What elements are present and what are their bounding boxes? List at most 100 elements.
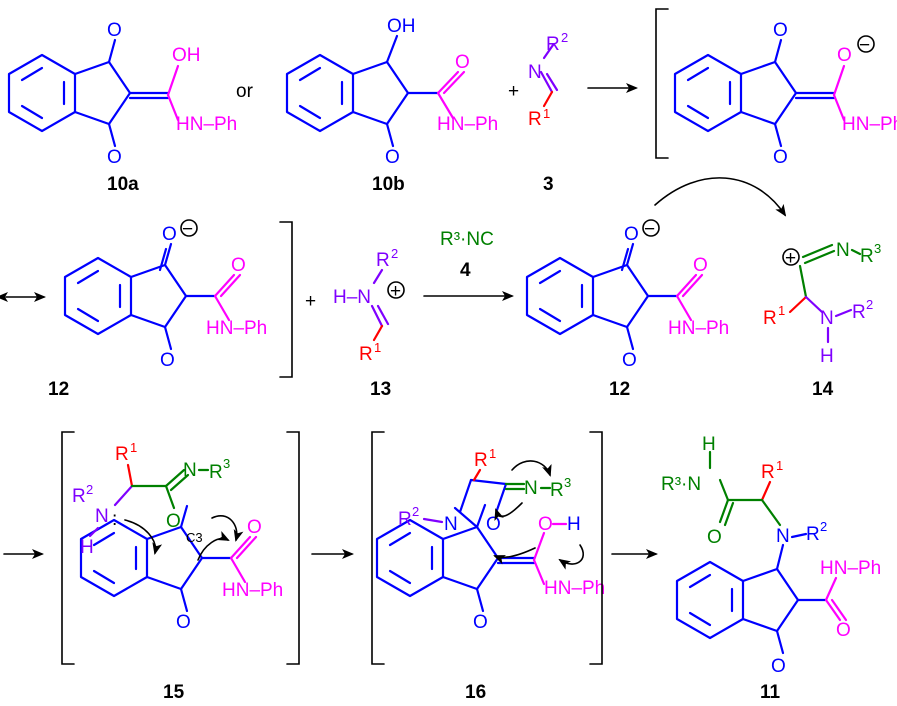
compound-14: + N R 3 R 1 N R 2 H 14 (763, 240, 881, 400)
atom-r3: R (860, 246, 874, 267)
atom-hnph: HN–Ph (176, 114, 237, 135)
atom-hnph: HN–Ph (842, 114, 897, 135)
charge-minus: − (182, 219, 193, 240)
curved-arrow (494, 502, 523, 522)
curved-arrow (197, 531, 230, 561)
compound-13: H–N + R 2 R 1 13 (333, 246, 405, 400)
label-11: 11 (760, 682, 781, 703)
atom-r1: R (115, 444, 129, 465)
sup-2: 2 (391, 246, 398, 261)
sup-3: 3 (564, 475, 571, 490)
sup-2: 2 (866, 297, 873, 312)
atom-hnph: HN–Ph (544, 578, 605, 599)
atom-n: N (836, 240, 850, 261)
atom-r1: R (528, 109, 542, 130)
label-10b: 10b (372, 174, 405, 195)
atom-hnph: HN–Ph (437, 114, 498, 135)
atom-r3: R (550, 480, 564, 501)
compound-15: O O HN–Ph C3 R 1 N R 3 O R 2 N : H 15 (72, 440, 283, 703)
atom-o: O (166, 511, 181, 532)
sup-1: 1 (489, 446, 496, 461)
atom-r1: R (763, 308, 777, 329)
atom-hnph: HN–Ph (820, 558, 881, 579)
atom-r2: R (72, 486, 86, 507)
sup-3: 3 (874, 241, 881, 256)
label-12-left: 12 (48, 379, 69, 400)
label-14: 14 (812, 379, 834, 400)
atom-n: N (444, 514, 458, 535)
curved-arrow (558, 544, 584, 570)
charge-minus: − (859, 35, 870, 56)
sup-2: 2 (412, 504, 419, 519)
label-10a: 10a (107, 174, 139, 195)
atom-r3: R (209, 462, 223, 483)
label-15: 15 (163, 682, 185, 703)
sup-1: 1 (543, 106, 550, 121)
atom-h: H (80, 537, 94, 558)
curved-arrow-attack (654, 177, 787, 217)
atom-o: O (622, 350, 637, 371)
compound-16: O O H HN–Ph N O N R 3 R 1 R 2 16 (375, 446, 605, 703)
atom-o-minus: O (837, 45, 852, 66)
bracket (655, 8, 669, 159)
atom-hnph: HN–Ph (222, 580, 283, 601)
curved-arrow (124, 519, 163, 555)
atom-oh: OH (387, 16, 416, 37)
sup-1: 1 (130, 440, 137, 455)
compound-11: O HN–Ph O N R 2 R 1 O R³·N H 11 (661, 434, 881, 703)
atom-r1: R (761, 462, 775, 483)
plus-sign: + (305, 291, 316, 312)
label-c3: C3 (186, 530, 203, 545)
curved-arrow (511, 460, 552, 477)
atom-r1: R (474, 450, 488, 471)
atom-n: N (95, 506, 109, 527)
sup-2: 2 (820, 519, 827, 534)
compound-12-left: O − O O HN–Ph 12 (48, 219, 267, 400)
atom-o: O (107, 147, 122, 168)
bracket (371, 431, 385, 665)
atom-n: N (776, 526, 790, 547)
atom-o: O (771, 656, 786, 677)
atom-o: O (707, 527, 722, 548)
atom-o: O (231, 255, 246, 276)
compound-10a: O O OH HN–Ph 10a (7, 20, 237, 195)
atom-o: O (773, 147, 788, 168)
bracket (286, 431, 300, 665)
atom-n: N (524, 478, 538, 499)
compound-12-right: O − O O HN–Ph 12 (525, 219, 729, 400)
atom-o: O (538, 514, 553, 535)
charge-minus: − (644, 219, 655, 240)
atom-o: O (473, 612, 488, 633)
label-3: 3 (543, 174, 554, 195)
atom-r2: R (546, 34, 560, 55)
label-4: 4 (460, 260, 471, 281)
atom-r2: R (806, 524, 820, 545)
atom-o: O (160, 350, 175, 371)
atom-hn: H–N (333, 287, 371, 308)
atom-r2: R (398, 509, 412, 530)
bracket (589, 431, 603, 665)
atom-o: O (176, 612, 191, 633)
atom-o: O (693, 255, 708, 276)
atom-r3n: R³·N (661, 474, 701, 495)
label-12-right: 12 (609, 379, 630, 400)
atom-n: N (528, 62, 542, 83)
atom-o: O (486, 514, 501, 535)
atom-hnph: HN–Ph (668, 318, 729, 339)
sup-1: 1 (778, 303, 785, 318)
atom-r1: R (359, 344, 373, 365)
label-13: 13 (370, 379, 391, 400)
reagent-r3nc: R³·NC (440, 229, 494, 250)
sup-2: 2 (86, 482, 93, 497)
charge-plus: + (390, 281, 401, 302)
enolate-intermediate: O O O − HN–Ph (673, 20, 897, 168)
atom-h: H (820, 346, 834, 367)
atom-hnph: HN–Ph (206, 318, 267, 339)
atom-n: N (183, 460, 197, 481)
charge-plus: + (785, 248, 796, 269)
compound-10b: OH O O HN–Ph 10b (285, 16, 498, 195)
atom-o: O (385, 147, 400, 168)
sup-1: 1 (374, 340, 381, 355)
